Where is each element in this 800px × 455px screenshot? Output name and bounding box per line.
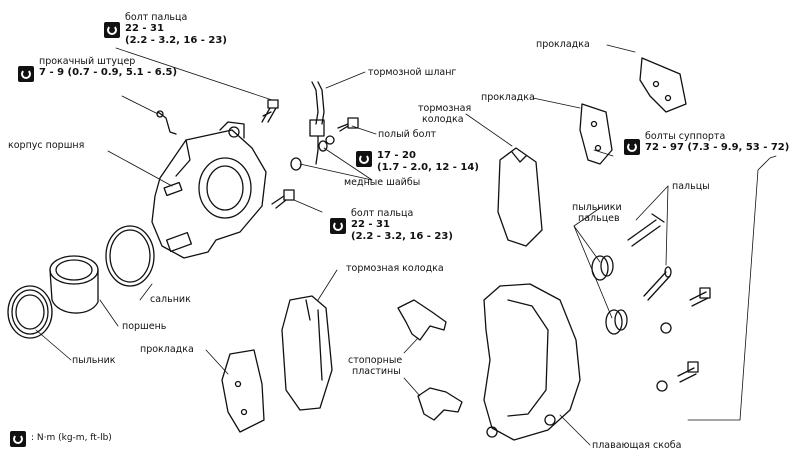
dust-boot bbox=[7, 285, 53, 339]
torque-wrench-icon bbox=[104, 22, 120, 38]
label-pad-top-1: тормозная bbox=[418, 103, 472, 114]
legend-text: : N·m (kg-m, ft-lb) bbox=[31, 433, 112, 443]
boot-lower bbox=[605, 309, 628, 335]
label-bolt-mid: болт пальца bbox=[351, 208, 414, 219]
piston bbox=[49, 255, 99, 314]
label-dust-boot: пыльник bbox=[72, 355, 116, 366]
label-piston-housing: корпус поршня bbox=[8, 140, 85, 151]
label-pin-boots-1: пыльники bbox=[572, 202, 622, 213]
label-pad-top-2: колодка bbox=[422, 114, 464, 125]
caliper-housing bbox=[151, 121, 267, 259]
bolt-mid bbox=[271, 189, 295, 209]
label-copper-washers: медные шайбы bbox=[344, 177, 421, 188]
label-retainer-1: стопорные bbox=[348, 355, 403, 366]
shim-mid bbox=[579, 103, 613, 165]
floating-bracket bbox=[483, 283, 581, 441]
label-shim-mid: прокладка bbox=[481, 92, 535, 103]
brake-hose bbox=[309, 81, 335, 165]
torque-bleeder: прокачный штуцер 7 - 9 (0.7 - 0.9, 5.1 -… bbox=[18, 56, 177, 82]
bolt-upper bbox=[261, 99, 279, 123]
torque-wrench-icon bbox=[356, 151, 372, 167]
label-shim-top: прокладка bbox=[536, 39, 590, 50]
label-shim-low: прокладка bbox=[140, 344, 194, 355]
retainer-upper bbox=[397, 299, 447, 341]
shim-low bbox=[221, 349, 265, 433]
label-brake-hose: тормозной шланг bbox=[368, 67, 457, 78]
torque-wrench-icon bbox=[18, 66, 34, 82]
label-retainer-2: пластины bbox=[352, 366, 401, 377]
legend: : N·m (kg-m, ft-lb) bbox=[10, 430, 112, 447]
torque-bolt-upper: болт пальца 22 - 31 (2.2 - 3.2, 16 - 23) bbox=[104, 12, 227, 47]
label-pad-mid: тормозная колодка bbox=[346, 263, 444, 274]
torque-wrench-icon bbox=[624, 139, 640, 155]
label-bolt-upper: болт пальца bbox=[125, 12, 188, 23]
torque-wrench-icon bbox=[330, 218, 346, 234]
pad-top bbox=[497, 147, 543, 247]
torque-hollow-bolt: 17 - 20 (1.7 - 2.0, 12 - 14) bbox=[356, 150, 479, 174]
seal bbox=[105, 225, 155, 287]
label-floating-bracket: плавающая скоба bbox=[592, 440, 682, 451]
label-pins: пальцы bbox=[672, 181, 710, 192]
caliper-bolt-lower bbox=[656, 361, 699, 392]
torque-bolt-mid: болт пальца 22 - 31 (2.2 - 3.2, 16 - 23) bbox=[330, 208, 453, 243]
boot-upper bbox=[591, 255, 614, 281]
torque-wrench-icon bbox=[10, 431, 26, 447]
value-bolt-upper-alt: (2.2 - 3.2, 16 - 23) bbox=[125, 35, 227, 46]
shim-top bbox=[639, 57, 687, 113]
pin-upper bbox=[627, 213, 665, 247]
label-pin-boots-2: пальцев bbox=[578, 213, 620, 224]
bleeder bbox=[156, 110, 177, 135]
torque-caliper-bolts: болты суппорта 72 - 97 (7.3 - 9.9, 53 - … bbox=[624, 131, 789, 155]
pin-lower bbox=[643, 266, 672, 301]
value-bolt-mid-alt: (2.2 - 3.2, 16 - 23) bbox=[351, 231, 453, 242]
value-hollow-bolt: 17 - 20 bbox=[377, 150, 416, 161]
label-bleeder: прокачный штуцер bbox=[39, 56, 136, 67]
pad-mid bbox=[281, 295, 333, 411]
value-caliper-bolts: 72 - 97 (7.3 - 9.9, 53 - 72) bbox=[645, 142, 790, 153]
value-hollow-bolt-alt: (1.7 - 2.0, 12 - 14) bbox=[377, 162, 479, 173]
label-caliper-bolts: болты суппорта bbox=[645, 131, 726, 142]
hollow-bolt bbox=[337, 117, 359, 132]
retainer-lower bbox=[417, 387, 463, 421]
label-seal: сальник bbox=[150, 294, 191, 305]
caliper-bolt-upper bbox=[660, 287, 711, 334]
label-hollow-bolt: полый болт bbox=[378, 129, 437, 140]
label-piston: поршень bbox=[122, 321, 167, 332]
value-bolt-mid: 22 - 31 bbox=[351, 219, 390, 230]
value-bleeder: 7 - 9 (0.7 - 0.9, 5.1 - 6.5) bbox=[39, 67, 178, 78]
value-bolt-upper: 22 - 31 bbox=[125, 23, 164, 34]
